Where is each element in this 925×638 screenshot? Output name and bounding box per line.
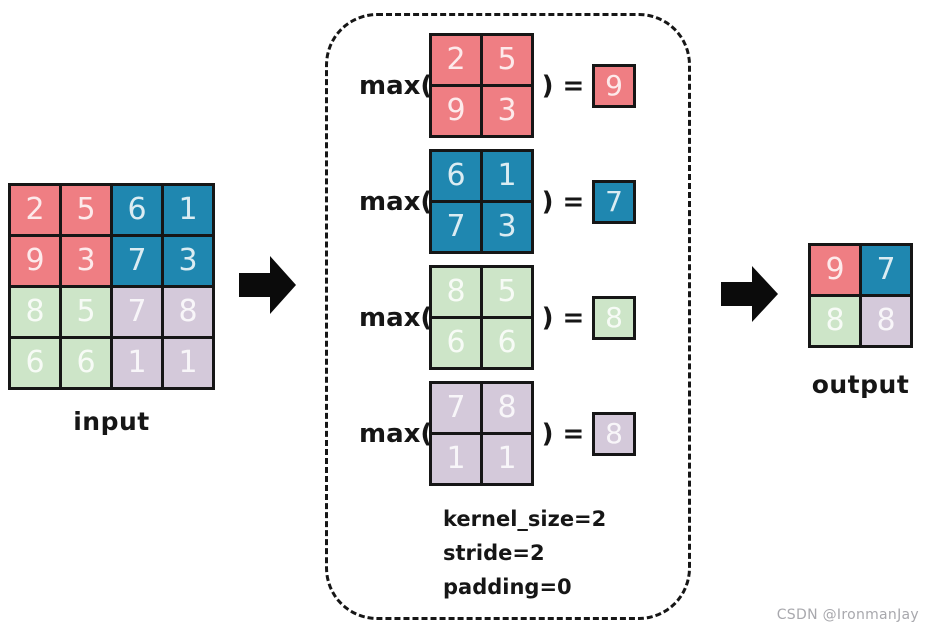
grid-cell: 1 — [483, 152, 531, 200]
grid-cell: 8 — [862, 297, 910, 345]
pooling-params: kernel_size=2 stride=2 padding=0 — [443, 502, 606, 604]
input-label: input — [73, 407, 150, 436]
equals-label: ) = — [541, 70, 585, 101]
grid-cell: 7 — [432, 203, 480, 251]
max-function-label: max( — [359, 418, 433, 449]
grid-cell: 9 — [811, 246, 859, 294]
pooling-param-line: stride=2 — [443, 541, 545, 565]
grid-cell: 6 — [62, 339, 110, 387]
grid-cell: 1 — [113, 339, 161, 387]
grid-cell: 2 — [432, 36, 480, 84]
arrow-right-icon — [239, 256, 296, 314]
grid-cell: 8 — [164, 288, 212, 336]
grid-cell: 5 — [62, 288, 110, 336]
grid-cell: 7 — [113, 237, 161, 285]
grid-cell: 3 — [483, 203, 531, 251]
grid-cell: 1 — [483, 435, 531, 483]
grid-cell: 3 — [62, 237, 110, 285]
grid-cell: 6 — [11, 339, 59, 387]
grid-cell: 8 — [11, 288, 59, 336]
max-function-label: max( — [359, 186, 433, 217]
grid-cell: 6 — [113, 186, 161, 234]
pooling-param-line: padding=0 — [443, 575, 572, 599]
arrow-right-icon — [721, 266, 778, 322]
grid-cell: 5 — [483, 268, 531, 316]
grid-cell: 7 — [862, 246, 910, 294]
grid-cell: 8 — [432, 268, 480, 316]
grid-cell: 8 — [483, 384, 531, 432]
grid-cell: 9 — [432, 87, 480, 135]
grid-cell: 1 — [432, 435, 480, 483]
grid-cell: 1 — [164, 339, 212, 387]
grid-cell: 3 — [164, 237, 212, 285]
grid-cell: 8 — [811, 297, 859, 345]
grid-cell: 1 — [164, 186, 212, 234]
pooling-param-line: kernel_size=2 — [443, 507, 607, 531]
grid-cell: 3 — [483, 87, 531, 135]
max-function-label: max( — [359, 70, 433, 101]
grid-cell: 7 — [432, 384, 480, 432]
grid-cell: 6 — [432, 152, 480, 200]
pooling-result-box: 8 — [592, 411, 636, 456]
equals-label: ) = — [541, 418, 585, 449]
grid-cell: 2 — [11, 186, 59, 234]
watermark: CSDN @IronmanJay — [776, 607, 919, 623]
max-function-label: max( — [359, 302, 433, 333]
pooling-result-box: 7 — [592, 179, 636, 224]
pooling-result-box: 9 — [592, 63, 636, 108]
grid-cell: 6 — [483, 319, 531, 367]
grid-cell: 6 — [432, 319, 480, 367]
grid-cell: 5 — [483, 36, 531, 84]
equals-label: ) = — [541, 186, 585, 217]
grid-cell: 9 — [11, 237, 59, 285]
grid-cell: 7 — [113, 288, 161, 336]
grid-cell: 5 — [62, 186, 110, 234]
pooling-result-box: 8 — [592, 295, 636, 340]
output-label: output — [811, 370, 910, 399]
equals-label: ) = — [541, 302, 585, 333]
